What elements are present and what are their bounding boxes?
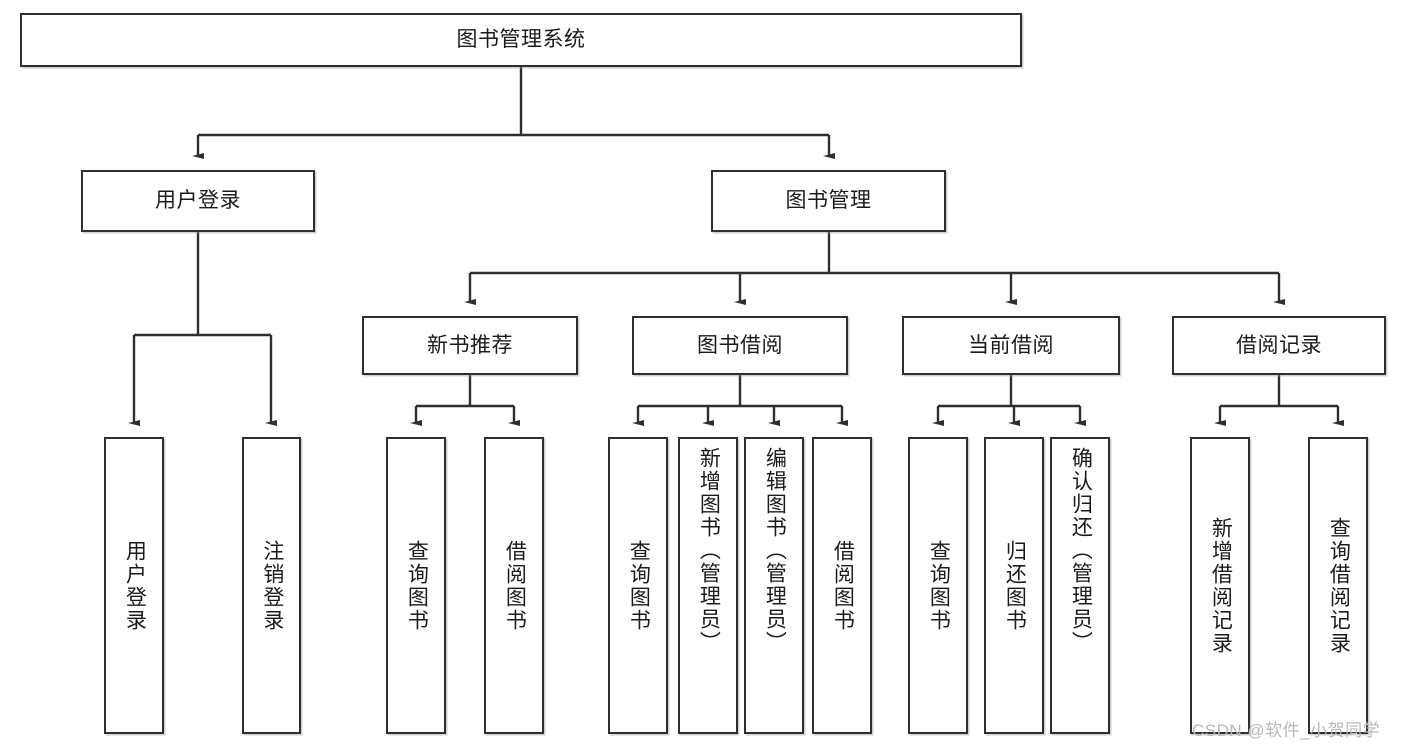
leaf-borrow-book-label: 借阅图书 bbox=[831, 539, 855, 632]
leaf-return-book-label: 归还图书 bbox=[1003, 539, 1027, 632]
leaf-return-book[interactable]: 归还图书 bbox=[984, 437, 1044, 734]
leaf-query-book-current-label: 查询图书 bbox=[927, 539, 951, 632]
node-borrow-records-label: 借阅记录 bbox=[1236, 333, 1322, 357]
connector-books-to-level3 bbox=[464, 232, 1285, 305]
leaf-borrow-book-recommend[interactable]: 借阅图书 bbox=[484, 437, 544, 734]
node-borrow-records[interactable]: 借阅记录 bbox=[1172, 316, 1386, 375]
leaf-logout-label: 注销登录 bbox=[260, 539, 284, 632]
leaf-logout[interactable]: 注销登录 bbox=[242, 437, 301, 734]
node-new-book-recommend-label: 新书推荐 bbox=[427, 333, 513, 357]
node-new-book-recommend[interactable]: 新书推荐 bbox=[362, 316, 578, 375]
node-book-borrow[interactable]: 图书借阅 bbox=[632, 316, 848, 375]
leaf-borrow-book-recommend-label: 借阅图书 bbox=[503, 539, 527, 632]
connector-newbook-to-leaves bbox=[410, 375, 520, 426]
node-root-label: 图书管理系统 bbox=[456, 28, 586, 52]
leaf-query-borrow-record-label: 查询借阅记录 bbox=[1327, 516, 1351, 655]
leaf-query-book-borrow[interactable]: 查询图书 bbox=[608, 437, 668, 734]
leaf-user-login-label: 用户登录 bbox=[123, 539, 147, 632]
leaf-confirm-return-admin-label: 确认归还（管理员） bbox=[1069, 447, 1093, 654]
connector-login-to-leaves bbox=[128, 232, 277, 426]
node-book-borrow-label: 图书借阅 bbox=[697, 333, 783, 357]
node-current-borrow-label: 当前借阅 bbox=[968, 333, 1054, 357]
leaf-query-borrow-record[interactable]: 查询借阅记录 bbox=[1308, 437, 1368, 734]
leaf-add-book-admin-label: 新增图书（管理员） bbox=[697, 447, 721, 654]
node-current-borrow[interactable]: 当前借阅 bbox=[902, 316, 1120, 375]
node-user-login[interactable]: 用户登录 bbox=[81, 170, 315, 232]
leaf-query-book-recommend[interactable]: 查询图书 bbox=[386, 437, 446, 734]
leaf-edit-book-admin[interactable]: 编辑图书（管理员） bbox=[744, 437, 804, 734]
node-book-management[interactable]: 图书管理 bbox=[711, 170, 946, 232]
leaf-add-borrow-record[interactable]: 新增借阅记录 bbox=[1190, 437, 1250, 734]
connector-root-to-level2 bbox=[192, 67, 835, 159]
node-root[interactable]: 图书管理系统 bbox=[20, 13, 1022, 67]
leaf-user-login[interactable]: 用户登录 bbox=[104, 437, 164, 734]
leaf-query-book-recommend-label: 查询图书 bbox=[405, 539, 429, 632]
leaf-edit-book-admin-label: 编辑图书（管理员） bbox=[763, 447, 787, 654]
connector-records-to-leaves bbox=[1214, 375, 1344, 426]
leaf-query-book-borrow-label: 查询图书 bbox=[627, 539, 651, 632]
node-user-login-label: 用户登录 bbox=[155, 189, 241, 213]
node-book-management-label: 图书管理 bbox=[785, 189, 872, 213]
connector-current-to-leaves bbox=[932, 375, 1086, 426]
leaf-query-book-current[interactable]: 查询图书 bbox=[908, 437, 968, 734]
connector-borrow-to-leaves bbox=[632, 375, 848, 426]
leaf-borrow-book[interactable]: 借阅图书 bbox=[812, 437, 872, 734]
leaf-add-borrow-record-label: 新增借阅记录 bbox=[1209, 516, 1233, 655]
leaf-confirm-return-admin[interactable]: 确认归还（管理员） bbox=[1050, 437, 1110, 734]
leaf-add-book-admin[interactable]: 新增图书（管理员） bbox=[678, 437, 738, 734]
